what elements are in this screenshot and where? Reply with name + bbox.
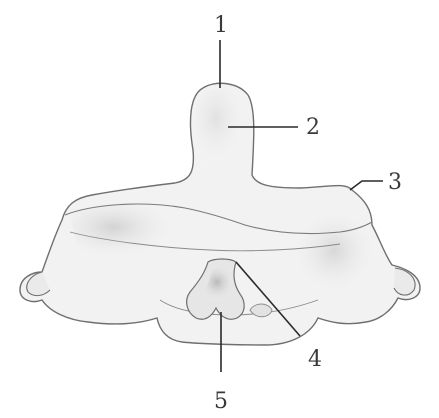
bone-body (20, 83, 420, 345)
dens-shading (194, 89, 248, 174)
label-2: 2 (306, 115, 320, 140)
label-3: 3 (388, 170, 402, 195)
right-transverse-process (394, 268, 415, 295)
label-4: 4 (308, 347, 322, 372)
label-1: 1 (214, 13, 228, 38)
leader-3 (350, 181, 383, 190)
label-5: 5 (214, 389, 228, 414)
